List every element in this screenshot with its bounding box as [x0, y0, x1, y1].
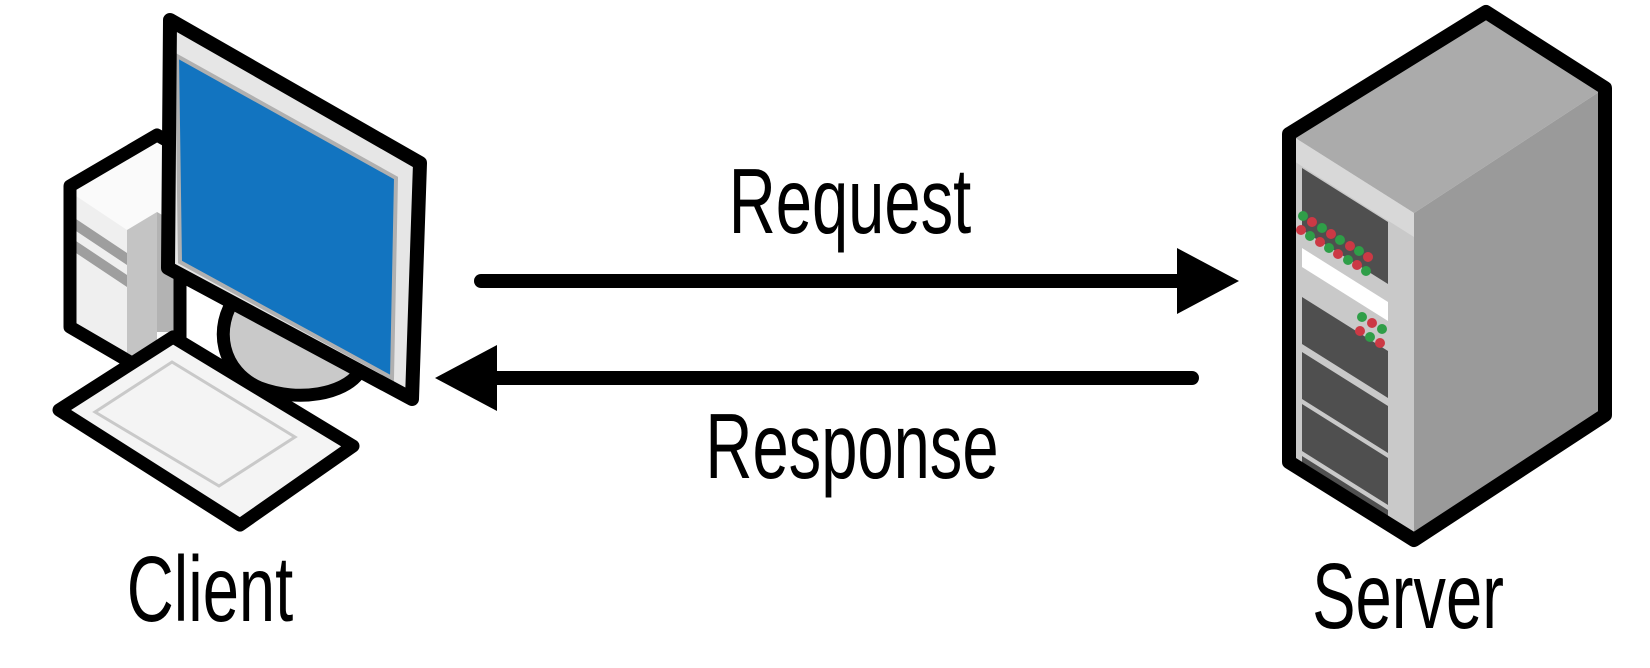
request-arrow-head	[1177, 248, 1239, 314]
led-dot	[1365, 332, 1375, 342]
led-dot	[1298, 211, 1308, 221]
server-white-stripe	[1302, 248, 1388, 321]
server-slot	[1302, 404, 1388, 505]
keyboard	[52, 330, 360, 532]
server-slot	[1302, 352, 1388, 453]
request-edge-label: Request	[728, 149, 972, 253]
led-dot	[1354, 246, 1364, 256]
led-dot	[1361, 266, 1371, 276]
response-edge-label: Response	[705, 394, 999, 498]
keyboard-top-surface	[59, 331, 353, 519]
server-node-label: Server	[1312, 544, 1504, 648]
led-dot	[1315, 237, 1325, 247]
monitor	[161, 13, 427, 406]
tower-vent-stripe	[70, 215, 127, 265]
led-dot	[1317, 223, 1327, 233]
monitor-outline	[161, 13, 427, 406]
response-arrow-head	[435, 345, 497, 411]
server-side-face	[1414, 88, 1605, 540]
server-top-face	[1289, 12, 1605, 213]
server-outline	[1282, 5, 1612, 547]
desktop-computer-icon	[52, 13, 427, 532]
led-dot	[1367, 318, 1377, 328]
led-dot	[1305, 231, 1315, 241]
led-dot	[1343, 255, 1353, 265]
response-arrow-icon	[435, 345, 1199, 411]
led-dot	[1307, 217, 1317, 227]
led-dot	[1324, 243, 1334, 253]
led-dot	[1352, 260, 1362, 270]
client-node-label: Client	[126, 537, 294, 641]
led-dot	[1375, 338, 1385, 348]
request-arrow-icon	[474, 248, 1239, 314]
tower-vent-stripe	[70, 237, 127, 287]
server-slot	[1302, 297, 1388, 398]
server-front-light-band	[1289, 134, 1414, 237]
tower-side-face	[127, 212, 157, 368]
led-dot	[1335, 235, 1345, 245]
led-dot	[1355, 326, 1365, 336]
server-tower-icon	[1282, 5, 1612, 547]
monitor-screen	[174, 52, 399, 382]
led-dot	[1377, 324, 1387, 334]
led-dot	[1296, 225, 1306, 235]
led-dot	[1326, 229, 1336, 239]
keyboard-outline	[52, 330, 360, 532]
keyboard-keys-inset-line	[92, 360, 298, 488]
led-dot	[1357, 312, 1367, 322]
led-dot	[1363, 252, 1373, 262]
led-dot	[1333, 249, 1343, 259]
led-dot	[1345, 241, 1355, 251]
